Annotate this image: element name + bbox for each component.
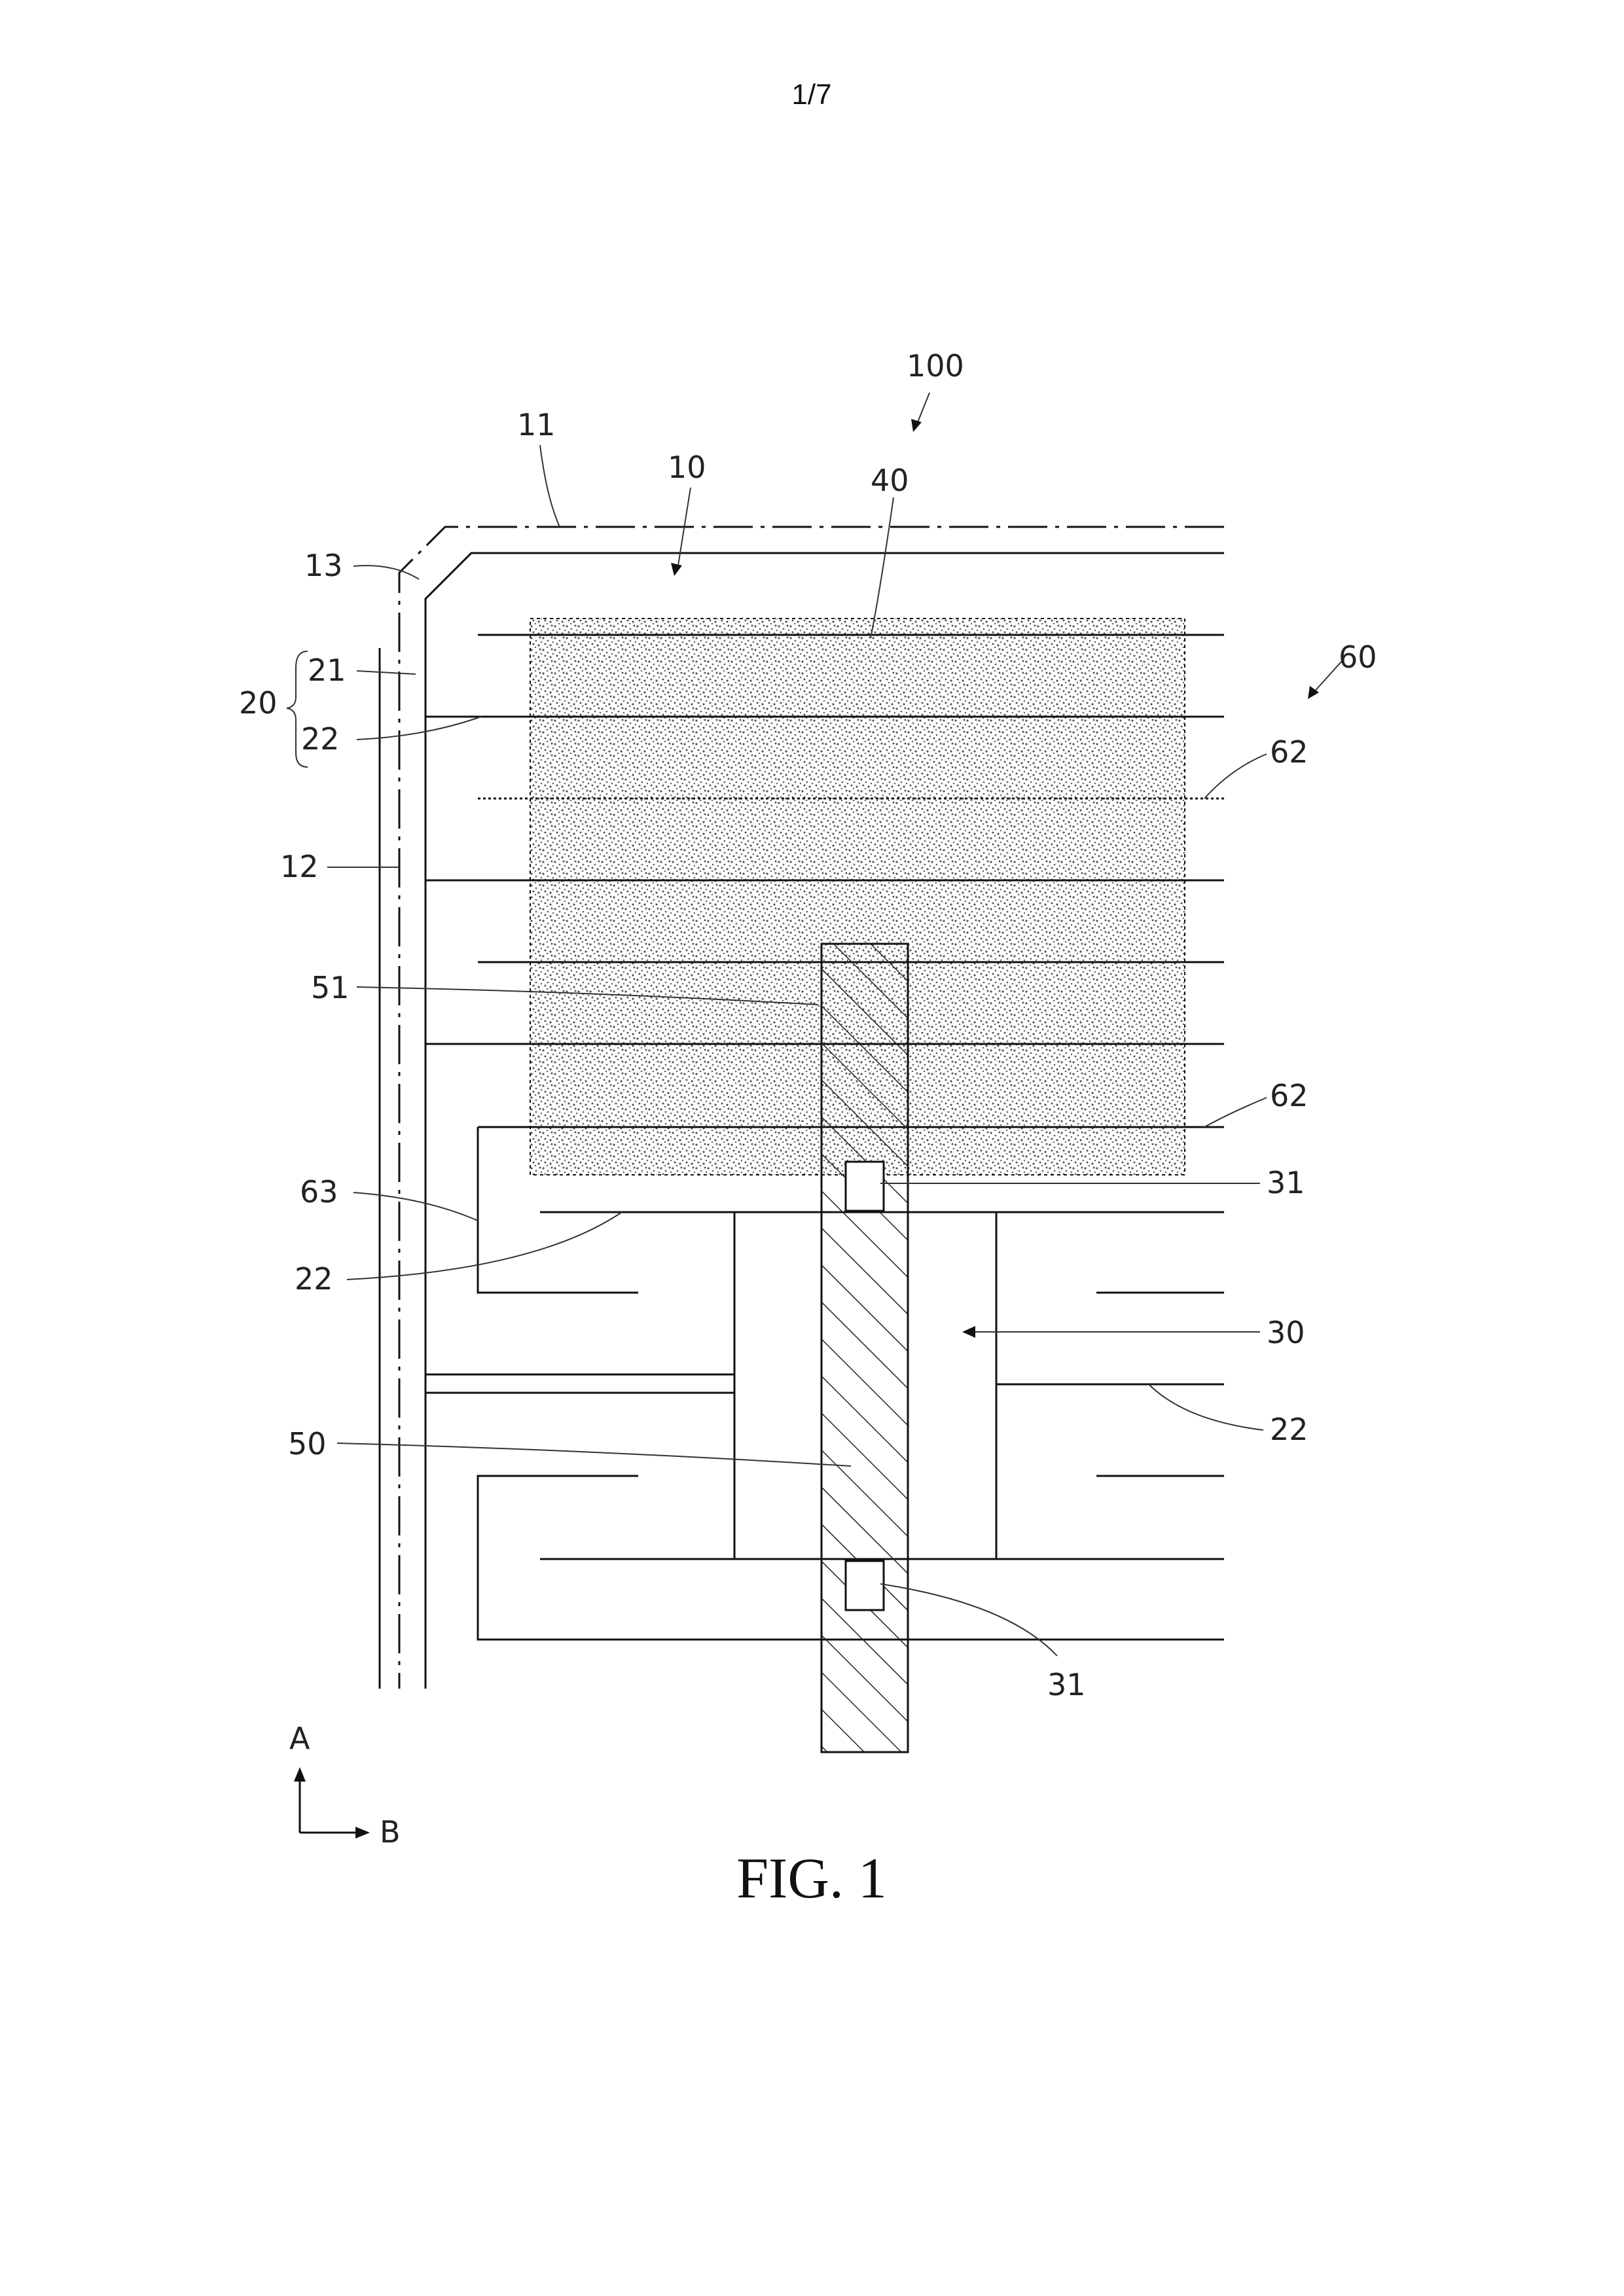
ref-62b: 62 [1270,1078,1308,1113]
ref-22c: 22 [1270,1412,1308,1447]
ref-12: 12 [280,849,319,884]
ref-62a: 62 [1270,734,1308,770]
ref-63: 63 [300,1174,338,1210]
leader-60 [1312,661,1342,694]
ref-11: 11 [517,407,556,442]
leader-21 [357,671,416,674]
leader-13 [353,565,419,579]
via-31-lower [846,1561,884,1610]
ref-40: 40 [871,463,909,498]
leader-62b [1204,1098,1267,1127]
hatched-electrode-50 [821,944,908,1752]
axis-b-arrowhead [355,1827,370,1839]
ref-22b: 22 [295,1261,333,1297]
axis-a-arrowhead [294,1767,306,1782]
ref-60: 60 [1339,639,1377,675]
leader-22b [347,1212,622,1280]
ref-10: 10 [668,450,706,485]
ref-30: 30 [1267,1315,1305,1350]
leader-22c [1149,1384,1263,1430]
ref-20: 20 [239,685,278,721]
arrow-100 [911,419,922,432]
leader-10 [677,488,691,569]
axis-b-label: B [380,1814,401,1850]
leader-100 [916,393,929,425]
arrow-30 [962,1326,975,1338]
leader-22a [357,717,481,740]
ref-100: 100 [907,348,964,384]
ref-50: 50 [288,1426,327,1462]
ref-13: 13 [304,548,343,583]
leader-62a [1204,754,1267,798]
ref-21: 21 [308,653,346,688]
ref-31a: 31 [1267,1165,1305,1200]
leader-40 [871,497,893,638]
via-31-upper [846,1162,884,1211]
leader-63 [353,1193,478,1221]
leader-11 [540,445,560,527]
leader-50 [337,1443,851,1466]
arrow-10 [671,563,682,576]
ref-51: 51 [311,970,350,1005]
axis-a-label: A [289,1721,310,1756]
ref-31b: 31 [1047,1667,1086,1702]
ref-22a: 22 [301,721,340,757]
figure-caption: FIG. 1 [648,1846,975,1912]
